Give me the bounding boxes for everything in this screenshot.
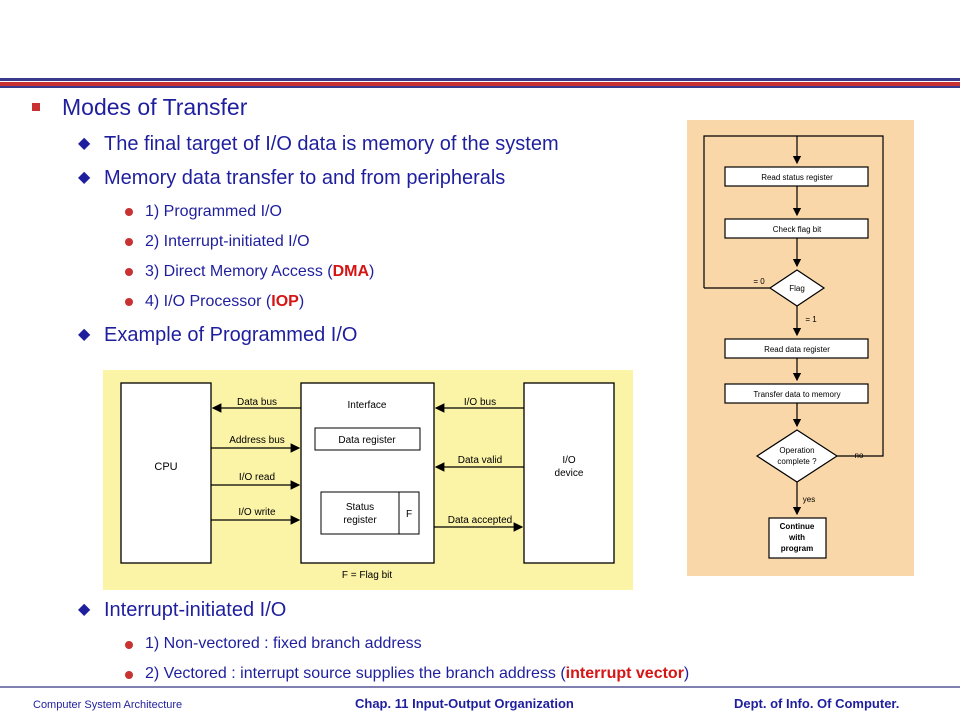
- footer-chapter: Chap. 11 Input-Output Organization: [355, 696, 574, 711]
- status-line2: register: [343, 515, 377, 526]
- read-status-label: Read status register: [761, 173, 833, 182]
- point-example: Example of Programmed I/O: [104, 324, 358, 346]
- slide-heading: Modes of Transfer: [62, 94, 248, 120]
- io-read-label: I/O read: [239, 472, 275, 483]
- vectored-pre: 2) Vectored : interrupt source supplies …: [145, 665, 566, 682]
- cpu-label: CPU: [154, 461, 177, 473]
- method-iop-pre: 4) I/O Processor (: [145, 293, 272, 310]
- footer-dept: Dept. of Info. Of Computer.: [734, 696, 900, 711]
- footer-course: Computer System Architecture: [33, 699, 183, 711]
- data-bus-label: Data bus: [237, 397, 277, 408]
- interrupt-non-vectored: 1) Non-vectored : fixed branch address: [145, 635, 422, 652]
- flag-bit-caption: F = Flag bit: [342, 570, 393, 581]
- header-rule-blue-2: [0, 86, 960, 88]
- flag-cell-label: F: [406, 509, 412, 520]
- dot-bullet-icon: [125, 671, 133, 679]
- interrupt-heading: Interrupt-initiated I/O: [104, 599, 287, 621]
- transfer-label: Transfer data to memory: [753, 390, 840, 399]
- method-dma-pre: 3) Direct Memory Access (: [145, 263, 333, 280]
- continue-line2: with: [788, 533, 805, 542]
- diamond-bullet-icon: ◆: [78, 601, 91, 618]
- io-device-box: [523, 382, 615, 564]
- data-register-label: Data register: [338, 435, 396, 446]
- data-accepted-label: Data accepted: [448, 515, 513, 526]
- operation-line1: Operation: [779, 446, 814, 455]
- interrupt-vector-highlight: interrupt vector: [565, 665, 684, 682]
- dot-bullet-icon: [125, 298, 133, 306]
- programmed-io-flowchart: Read status register Check flag bit Flag…: [687, 120, 914, 576]
- yes-label: yes: [803, 495, 815, 504]
- method-dma-post: ): [369, 263, 375, 280]
- iop-highlight: IOP: [271, 293, 299, 310]
- dot-bullet-icon: [125, 208, 133, 216]
- diamond-bullet-icon: ◆: [78, 169, 91, 186]
- operation-line2: complete ?: [777, 457, 817, 466]
- continue-box: [768, 517, 827, 559]
- dot-bullet-icon: [125, 268, 133, 276]
- header-rule-blue: [0, 78, 960, 81]
- io-bus-label: I/O bus: [464, 397, 496, 408]
- io-device-line2: device: [555, 468, 584, 479]
- method-programmed: 1) Programmed I/O: [145, 203, 282, 220]
- flag-zero-label: = 0: [753, 277, 765, 286]
- check-flag-label: Check flag bit: [773, 225, 822, 234]
- square-bullet-icon: [32, 103, 40, 111]
- dot-bullet-icon: [125, 641, 133, 649]
- footer-rule: [0, 686, 960, 688]
- flag-decision-label: Flag: [789, 284, 805, 293]
- status-line1: Status: [346, 502, 374, 513]
- data-register-box: [314, 427, 421, 451]
- no-label: no: [855, 451, 864, 460]
- dot-bullet-icon: [125, 238, 133, 246]
- data-valid-label: Data valid: [458, 455, 502, 466]
- method-iop: 4) I/O Processor (IOP): [145, 293, 304, 311]
- loop-back-flag-line: [703, 135, 802, 280]
- point-target: The final target of I/O data is memory o…: [104, 133, 559, 155]
- vectored-post: ): [683, 665, 690, 682]
- dma-highlight: DMA: [332, 263, 370, 280]
- programmed-io-diagram: CPU Interface Data register Status regis…: [103, 370, 633, 590]
- method-interrupt: 2) Interrupt-initiated I/O: [145, 233, 310, 250]
- address-bus-label: Address bus: [229, 435, 285, 446]
- header-rule-red: [0, 82, 960, 86]
- read-data-label: Read data register: [764, 345, 830, 354]
- flag-cell-box: [398, 491, 420, 535]
- interface-label: Interface: [348, 400, 387, 411]
- method-dma: 3) Direct Memory Access (DMA): [145, 263, 374, 281]
- status-register-box: [320, 491, 400, 535]
- continue-line3: program: [781, 544, 813, 553]
- point-transfer: Memory data transfer to and from periphe…: [104, 167, 506, 189]
- cpu-box: [120, 382, 212, 564]
- method-iop-post: ): [298, 293, 305, 310]
- continue-line1: Continue: [780, 522, 815, 531]
- io-write-label: I/O write: [238, 507, 276, 518]
- diamond-bullet-icon: ◆: [78, 135, 91, 152]
- diamond-bullet-icon: ◆: [78, 326, 91, 343]
- flag-one-label: = 1: [805, 315, 817, 324]
- loop-back-op-line: [797, 135, 884, 457]
- io-device-line1: I/O: [562, 455, 576, 466]
- interrupt-vectored: 2) Vectored : interrupt source supplies …: [145, 665, 689, 683]
